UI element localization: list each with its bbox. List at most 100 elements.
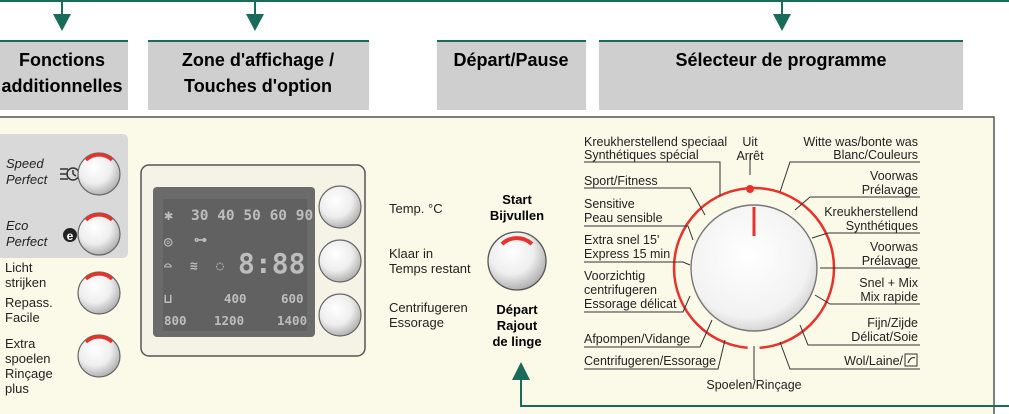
eco-label-1: Eco	[6, 218, 28, 233]
header-fonctions: Fonctions additionnelles	[0, 40, 128, 110]
centri-label-1: Centrifugeren	[389, 300, 468, 315]
lcd-speed-1200: 1200	[214, 313, 244, 328]
prog-right-2a: Voorwas	[870, 169, 918, 183]
spin-icon: ◌	[216, 259, 224, 274]
display-zone: ✱ 30 40 50 60 90 ◎ ⊶ ⌓ ≋ ◌ 8:88 ⊔ 400 60…	[140, 164, 366, 357]
prog-right-3a: Kreukherstellend	[824, 205, 918, 219]
prog-left-5c: Essorage délicat	[584, 297, 677, 311]
prog-left-2: Sport/Fitness	[584, 174, 658, 188]
klaar-label-2: Temps restant	[389, 261, 471, 276]
prog-left-6: Afpompen/Vidange	[584, 332, 690, 346]
extra-label-2: spoelen	[5, 351, 51, 366]
klaar-label-1: Klaar in	[389, 246, 433, 261]
prog-right-6a: Fijn/Zijde	[867, 316, 918, 330]
temp-button[interactable]	[318, 185, 362, 229]
extra-label-3: Rinçage	[5, 366, 53, 381]
temp-label: Temp. °C	[389, 201, 443, 216]
eco-icon: e	[63, 228, 77, 243]
programs-right: Witte was/bonte was Blanc/Couleurs Voorw…	[803, 135, 918, 368]
left-knobs	[77, 152, 121, 378]
left-options-plain: Licht strijken Repass. Facile Extra spoe…	[5, 260, 53, 396]
prog-right-5b: Mix rapide	[860, 290, 918, 304]
prog-left-1a: Kreukherstellend speciaal	[584, 135, 727, 149]
extra-spoelen-button[interactable]	[77, 334, 121, 378]
program-dial-knob[interactable]	[690, 204, 818, 332]
prog-right-2b: Prélavage	[862, 183, 918, 197]
lcd-speed-1400: 1400	[277, 313, 307, 328]
speed-label-1: Speed	[6, 156, 44, 171]
arrow-start	[512, 362, 530, 380]
option-key-labels: Temp. °C Klaar in Temps restant Centrifu…	[389, 201, 471, 330]
extra-label-4: plus	[5, 381, 29, 396]
licht-label-3: Repass.	[5, 295, 53, 310]
klaar-button[interactable]	[318, 239, 362, 283]
program-selector: Kreukherstellend speciaal Synthétiques s…	[584, 135, 920, 392]
lcd-speed-400: 400	[224, 291, 247, 306]
lcd-temperatures: 30 40 50 60 90	[191, 208, 313, 224]
arrow-affichage	[246, 14, 264, 31]
prog-right-4a: Voorwas	[870, 240, 918, 254]
top-arrows	[53, 1, 791, 31]
right-leader-lines	[779, 161, 920, 370]
lcd-time: 8:88	[238, 247, 305, 280]
depart-label-1: Départ	[496, 302, 538, 317]
programs-left: Kreukherstellend speciaal Synthétiques s…	[584, 135, 727, 368]
wool-hand-icon	[904, 353, 918, 367]
licht-label-2: strijken	[5, 275, 46, 290]
header-fonctions-line1: Fonctions	[19, 50, 105, 70]
prog-left-7: Centrifugeren/Essorage	[584, 354, 716, 368]
header-boxes: Fonctions additionnelles Zone d'affichag…	[0, 40, 963, 110]
depart-label-3: de linge	[492, 334, 541, 349]
wash-icon: ⌓	[164, 259, 172, 274]
left-options: Speed Perfect Eco Perfect	[6, 156, 49, 249]
start-area: Start Bijvullen Départ Rajout de linge	[487, 192, 547, 349]
prog-right-1a: Witte was/bonte was	[803, 135, 918, 149]
drain-icon: ⊔	[164, 292, 172, 307]
prog-spoelen: Spoelen/Rinçage	[706, 378, 801, 392]
off-dot	[746, 185, 754, 193]
header-fonctions-line2: additionnelles	[1, 76, 122, 96]
prog-left-5b: centrifugeren	[584, 283, 657, 297]
header-selecteur-line1: Sélecteur de programme	[675, 50, 886, 70]
prog-right-7: Wol/Laine/	[844, 354, 903, 368]
prog-uit: Uit	[742, 135, 758, 149]
speed-perfect-button[interactable]	[77, 152, 121, 196]
bottom-leader	[512, 362, 1009, 407]
rinse-hold-icon: ◎	[164, 234, 173, 250]
lcd-speed-800: 800	[164, 313, 187, 328]
start-label-1: Start	[502, 192, 532, 207]
arrow-selecteur	[773, 14, 791, 31]
header-affichage: Zone d'affichage / Touches d'option	[148, 40, 369, 110]
depart-label-2: Rajout	[497, 318, 538, 333]
prog-left-1b: Synthétiques spécial	[584, 148, 699, 162]
eco-perfect-button[interactable]	[77, 212, 121, 256]
prog-right-3b: Synthétiques	[846, 219, 918, 233]
programs-center: Uit Arrêt Spoelen/Rinçage	[706, 135, 801, 392]
licht-label-1: Licht	[5, 260, 33, 275]
header-depart-line1: Départ/Pause	[453, 50, 568, 70]
eco-label-2: Perfect	[6, 234, 49, 249]
centri-label-2: Essorage	[389, 315, 444, 330]
prog-left-3b: Peau sensible	[584, 211, 663, 225]
prog-right-4b: Prélavage	[862, 254, 918, 268]
option-keys	[318, 185, 362, 337]
start-pause-button[interactable]	[487, 231, 547, 291]
lcd-speed-600: 600	[281, 291, 304, 306]
prog-right-6b: Délicat/Soie	[851, 330, 918, 344]
prog-left-4b: Express 15 min	[584, 247, 670, 261]
centrifugeren-button[interactable]	[318, 293, 362, 337]
prog-arret: Arrêt	[736, 149, 764, 163]
header-affichage-line1: Zone d'affichage /	[182, 50, 334, 70]
start-label-2: Bijvullen	[490, 208, 544, 223]
licht-strijken-button[interactable]	[77, 271, 121, 315]
arrow-fonctions	[53, 14, 71, 31]
prog-left-5a: Voorzichtig	[584, 269, 645, 283]
header-depart: Départ/Pause	[437, 40, 586, 110]
header-selecteur: Sélecteur de programme	[599, 40, 963, 110]
timer-icon	[60, 167, 80, 181]
rinse-icon: ≋	[190, 259, 198, 274]
prog-left-3a: Sensitive	[584, 197, 635, 211]
svg-text:e: e	[67, 229, 74, 243]
key-icon: ⊶	[194, 233, 207, 248]
